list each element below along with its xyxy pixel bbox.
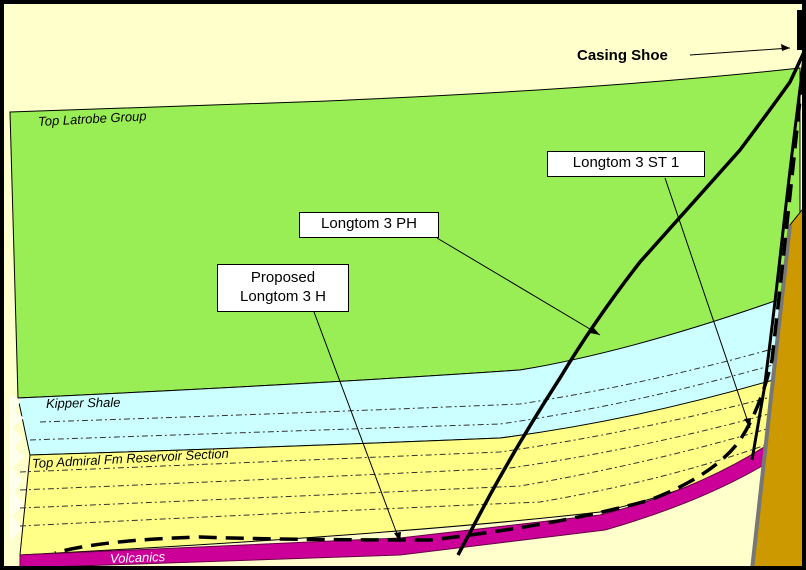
left-edge-hatch — [10, 395, 24, 540]
well-longtom-3-ph — [456, 49, 806, 556]
ph-arrowhead — [590, 327, 600, 335]
proposed-arrowhead — [394, 532, 401, 542]
reservoir-horizon-3 — [19, 421, 791, 509]
proposed-label-line1: Proposed — [250, 269, 316, 286]
well-proposed-longtom-3-h — [54, 49, 806, 555]
st1-leader — [664, 177, 751, 429]
casing-shoe-label: Casing Shoe — [577, 47, 668, 64]
casing-shoe-leader — [689, 47, 791, 56]
casing-marker — [797, 10, 806, 50]
proposed-leader — [313, 311, 401, 543]
kipper-horizon-2 — [39, 343, 791, 423]
basement-edge — [750, 224, 792, 570]
kipper-shale-label: Kipper Shale — [45, 394, 121, 411]
proposed-longtom-3-h-box: Proposed Longtom 3 H — [217, 264, 349, 312]
reservoir-horizon-4 — [19, 435, 791, 527]
ph-leader — [436, 237, 601, 336]
longtom-3-st1-box: Longtom 3 ST 1 — [547, 151, 705, 177]
kipper-horizon-1 — [29, 359, 791, 441]
reservoir-horizon-1 — [19, 391, 791, 473]
volcanics-label: Volcanics — [109, 549, 166, 566]
basement-block — [751, 204, 806, 570]
longtom-3-ph-box: Longtom 3 PH — [299, 212, 439, 238]
st1-arrowhead — [744, 418, 751, 428]
casing-shoe-arrowhead — [781, 44, 790, 51]
proposed-label-line2: Longtom 3 H — [240, 288, 326, 305]
